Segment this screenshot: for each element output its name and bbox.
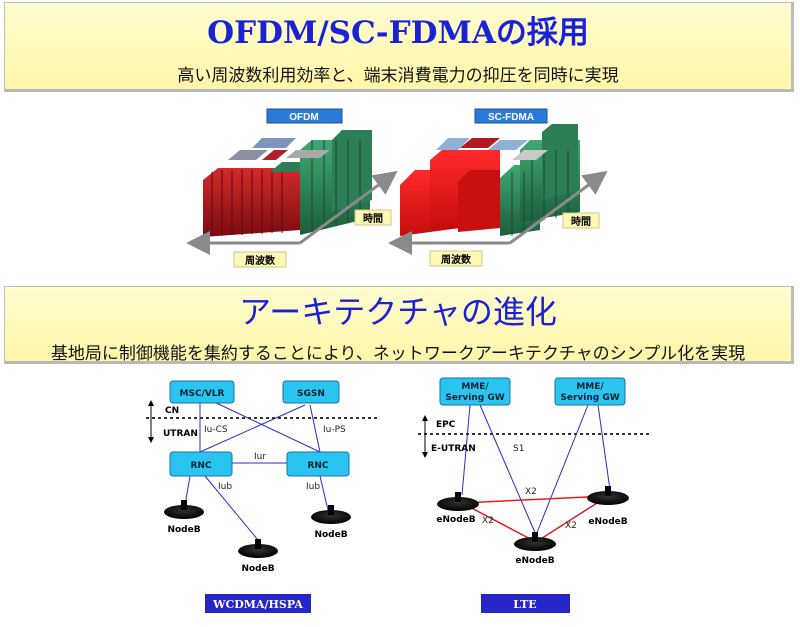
ofdm-time-label-box [354,209,392,226]
scfdma-frequency-label: 周波数 [441,253,472,266]
wcdma-diagram: CN UTRAN Iu-CS Iu-PS Iur Iub Iub MSC/VLR… [146,380,380,613]
nodeb-right: NodeB [311,505,351,540]
enodeb-middle-label: eNodeB [515,556,554,566]
ofdm-frequency-label: 周波数 [245,254,276,267]
scfdma-tag-box [474,108,548,124]
nodeb-right-label: NodeB [314,530,347,540]
ofdm-tag-box [266,108,343,124]
nodeb-left: NodeB [164,500,204,535]
lte-x2-right-label: X2 [565,521,577,531]
architecture-section-subtitle: 基地局に制御機能を集約することにより、ネットワークアーキテクチャのシンプル化を実… [50,344,746,364]
scfdma-red-blocks [400,150,500,236]
ofdm-time-label: 時間 [363,212,383,225]
wcdma-caption-box [205,594,311,613]
ofdm-graphic: OFDM [186,108,398,268]
rnc-right-label: RNC [307,461,328,471]
scfdma-tag: SC-FDMA [488,112,534,123]
scfdma-graphic: SC-FDMA 時間 [388,108,608,267]
ofdm-banner: OFDM/SC-FDMAの採用 高い周波数利用効率と、端末消費電力の抑圧を同時に… [4,2,794,92]
lte-eutran-label: E-UTRAN [431,444,476,454]
rnc-left-label: RNC [190,461,211,471]
lte-caption-box [481,594,570,613]
msc-vlr-label: MSC/VLR [180,389,225,399]
nodeb-middle-label: NodeB [241,564,274,574]
mme-right-box [554,377,626,406]
rnc-right-box [286,451,350,477]
ofdm-section-subtitle: 高い周波数利用効率と、端末消費電力の抑圧を同時に実現 [177,66,619,86]
ofdm-freq-label-box [233,251,287,268]
lte-epc-label: EPC [436,420,456,430]
enodeb-middle: eNodeB [514,532,556,566]
wcdma-iucs-label: Iu-CS [204,425,228,435]
ofdm-red-bars [203,162,300,237]
scfdma-time-axis [509,170,608,245]
ofdm-section-title: OFDM/SC-FDMAの採用 [207,15,589,51]
lte-s1-label: S1 [513,444,524,454]
enodeb-right-label: eNodeB [588,517,627,527]
scfdma-freq-label-box [429,250,483,267]
mme-right-label-1: MME/ [576,382,604,392]
architecture-section-title: アーキテクチャの進化 [239,293,557,331]
lte-x2-top-label: X2 [525,487,537,497]
architecture-banner: アーキテクチャの進化 基地局に制御機能を集約することにより、ネットワークアーキテ… [4,286,794,364]
mme-right-label-2: Serving GW [560,393,619,403]
enodeb-left: eNodeB [436,492,479,525]
enodeb-right: eNodeB [587,486,629,527]
wcdma-iur-label: Iur [254,452,266,462]
wcdma-iups-label: Iu-PS [323,425,346,435]
mme-left-box [439,377,511,406]
sgsn-label: SGSN [297,389,325,399]
lte-s1-links [461,404,611,536]
lte-x2-left-label: X2 [482,516,494,526]
scfdma-time-label: 時間 [571,215,591,228]
mme-left-label-2: Serving GW [445,393,504,403]
rnc-left-box [169,451,233,477]
ofdm-tag: OFDM [289,112,318,123]
wcdma-iub-right-label: Iub [306,482,320,492]
lte-caption: LTE [513,598,536,611]
sgsn-box [282,380,340,404]
msc-vlr-box [169,380,235,404]
wcdma-utran-label: UTRAN [163,429,198,439]
ofdm-time-axis [299,170,398,245]
ofdm-top-blocks [228,138,330,160]
wcdma-iub-left-label: Iub [218,482,232,492]
enodeb-left-label: eNodeB [436,515,475,525]
lte-diagram: EPC E-UTRAN S1 X2 X2 X2 MME/ Serving GW … [418,377,652,613]
scfdma-top-blocks [436,138,548,160]
scfdma-time-label-box [562,212,600,229]
wcdma-cn-label: CN [165,406,179,416]
wcdma-links [184,399,329,541]
nodeb-middle: NodeB [238,539,278,574]
wcdma-caption: WCDMA/HSPA [212,598,303,611]
mme-left-label-1: MME/ [461,382,489,392]
nodeb-left-label: NodeB [167,525,200,535]
